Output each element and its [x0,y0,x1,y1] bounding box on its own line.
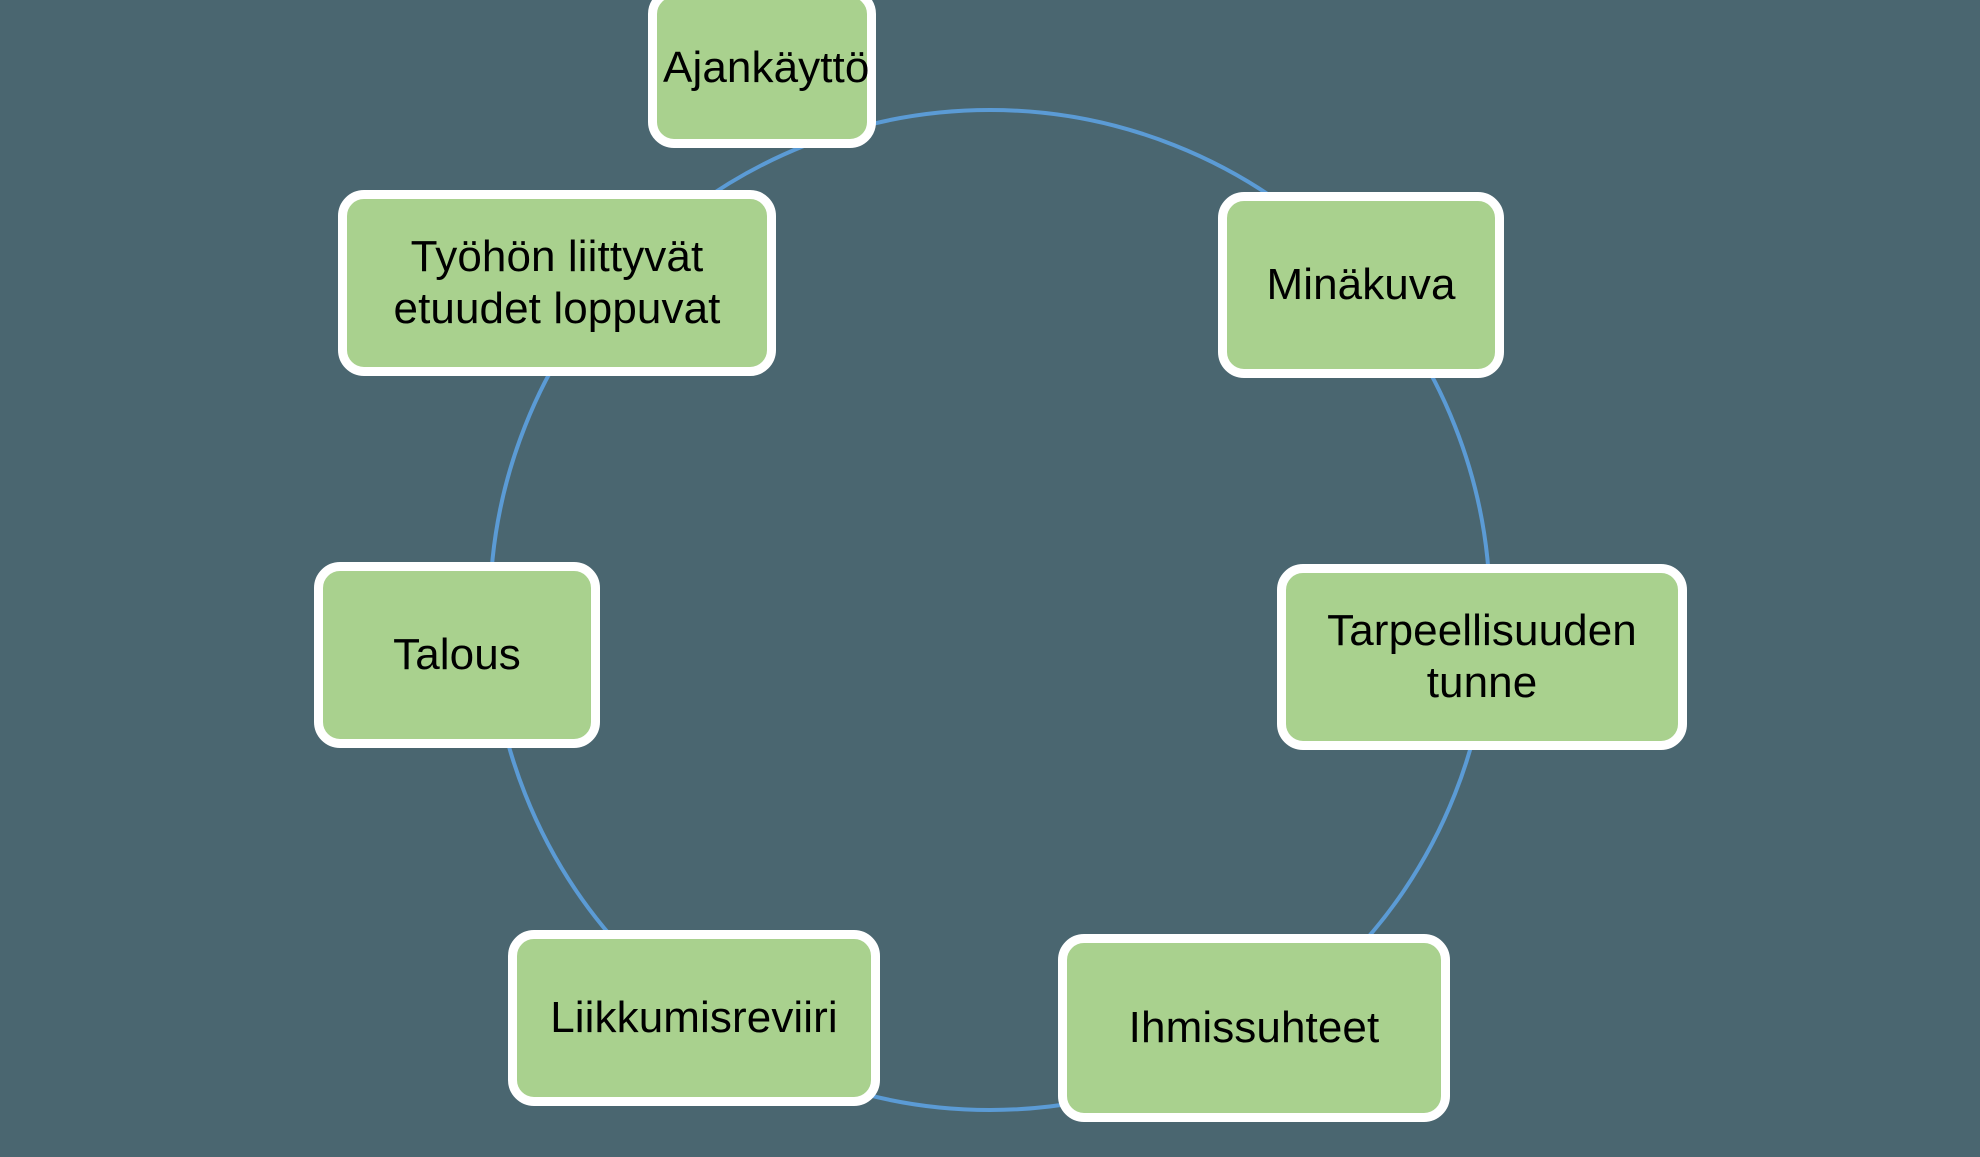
cycle-node-label: Ajankäyttö [663,43,870,93]
cycle-node-tyohon-liittyvat-etuudet[interactable]: Työhön liittyvät etuudet loppuvat [338,190,776,376]
cycle-node-label: Liikkumisreviiri [550,993,838,1043]
cycle-node-label: Talous [393,630,521,680]
cycle-node-minakuva[interactable]: Minäkuva [1218,192,1504,378]
cycle-node-label: Työhön liittyvät etuudet loppuvat [393,232,721,333]
cycle-node-tarpeellisuuden-tunne[interactable]: Tarpeellisuuden tunne [1277,564,1687,750]
cycle-node-talous[interactable]: Talous [314,562,600,748]
cycle-node-label: Ihmissuhteet [1128,1003,1380,1053]
cycle-node-liikkumisreviiri[interactable]: Liikkumisreviiri [508,930,880,1106]
cycle-node-label: Tarpeellisuuden tunne [1327,606,1637,707]
cycle-node-label: Minäkuva [1266,260,1456,310]
cycle-node-ihmissuhteet[interactable]: Ihmissuhteet [1058,934,1450,1122]
cycle-node-ajankaytto[interactable]: Ajankäyttö [648,0,876,148]
